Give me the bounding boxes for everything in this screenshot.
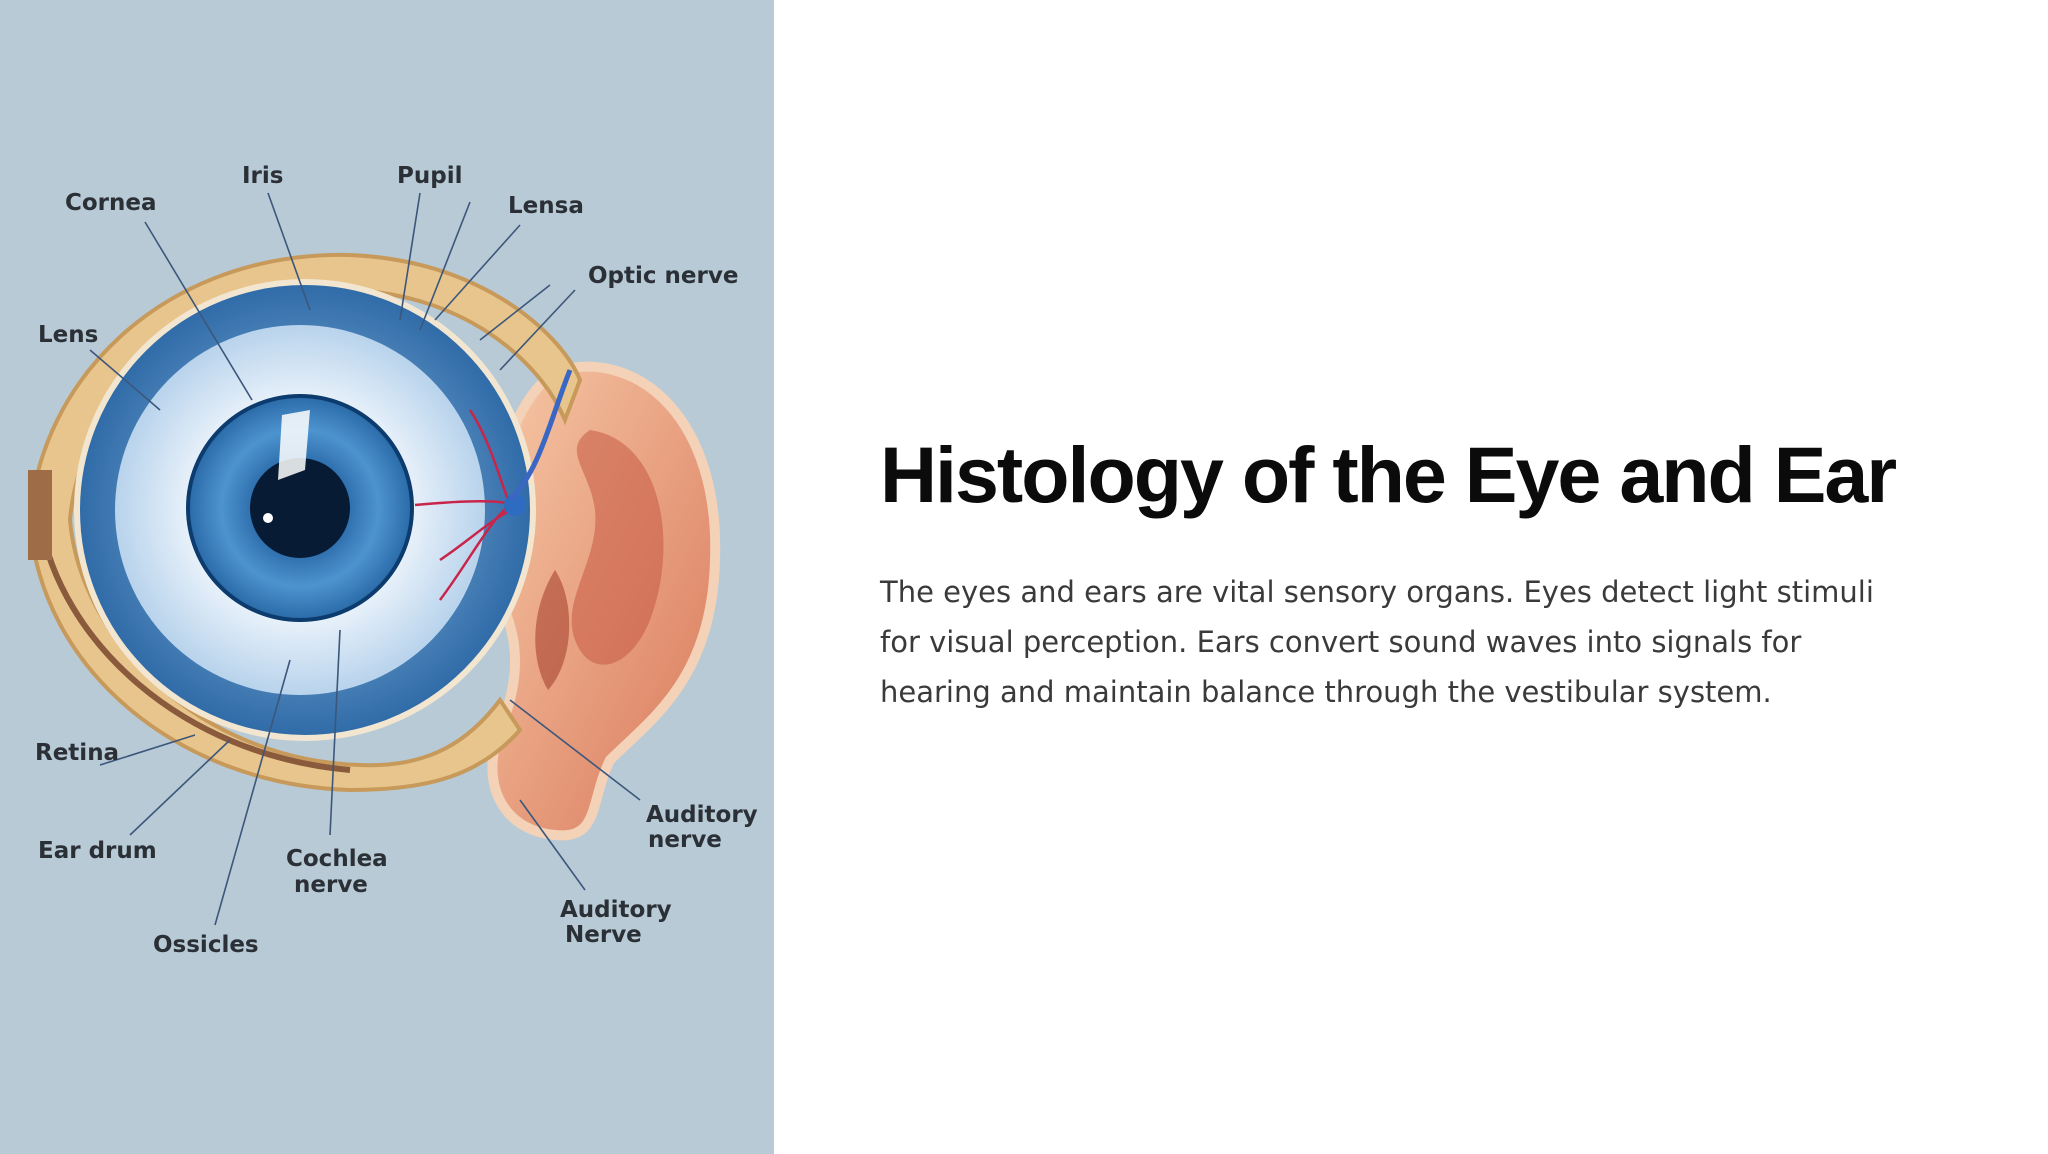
label-optic-nerve: Optic nerve <box>588 263 738 289</box>
slide-body: The eyes and ears are vital sensory orga… <box>880 574 1874 709</box>
slide-title: Histology of the Eye and Ear <box>880 430 1897 519</box>
text-content: Histology of the Eye and Ear The eyes an… <box>880 430 1940 717</box>
eye-ear-diagram: Cornea Iris Pupil Lensa Optic nerve Lens… <box>27 163 758 958</box>
pupil <box>250 458 350 558</box>
label-retina: Retina <box>35 740 119 766</box>
label-auditory-upper-nerve: nerve <box>648 827 722 853</box>
label-auditory-lower: Auditory <box>560 897 672 923</box>
illustration-panel: Cornea Iris Pupil Lensa Optic nerve Lens… <box>0 0 774 1154</box>
label-iris: Iris <box>242 163 283 189</box>
label-cochlea-nerve: nerve <box>294 872 368 898</box>
label-lensa: Lensa <box>508 193 584 219</box>
label-auditory-upper: Auditory <box>646 802 758 828</box>
label-pupil: Pupil <box>397 163 462 189</box>
label-ossicles: Ossicles <box>153 932 259 958</box>
label-ear-drum: Ear drum <box>38 838 157 864</box>
label-cochlea: Cochlea <box>286 846 388 872</box>
label-cornea: Cornea <box>65 190 157 216</box>
label-auditory-lower-nerve: Nerve <box>565 922 642 948</box>
label-lens: Lens <box>38 322 98 348</box>
